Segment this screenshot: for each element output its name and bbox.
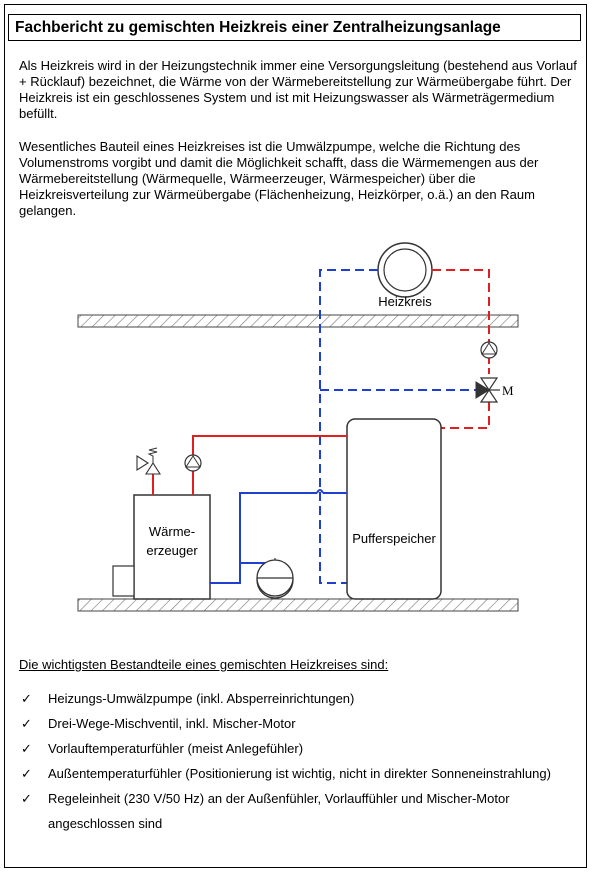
list-item-text: Heizungs-Umwälzpumpe (inkl. Absperreinri… bbox=[48, 691, 355, 706]
mixer-valve-left bbox=[475, 381, 490, 399]
heating-pump-symbol bbox=[480, 341, 498, 359]
list-item: ✓ Regeleinheit (230 V/50 Hz) an der Außen… bbox=[19, 786, 584, 836]
mixer-motor-label: M bbox=[502, 383, 514, 398]
list-item-text: Außentemperaturfühler (Positionierung is… bbox=[48, 766, 551, 781]
list-item-text: Drei-Wege-Mischventil, inkl. Mischer-Mot… bbox=[48, 716, 296, 731]
ceiling-slab bbox=[77, 314, 519, 328]
burner-box bbox=[112, 565, 135, 597]
pump-paragraph: Wesentliches Bauteil eines Heizkreises i… bbox=[19, 139, 539, 218]
checkmark-icon: ✓ bbox=[21, 791, 32, 806]
safety-valve-bottom bbox=[144, 461, 162, 475]
components-list: ✓ Heizungs-Umwälzpumpe (inkl. Absperreinr… bbox=[19, 686, 584, 836]
document-title: Fachbericht zu gemischten Heizkreis eine… bbox=[8, 14, 581, 41]
heizkreis-label: Heizkreis bbox=[378, 294, 432, 309]
buffer-storage-label: Pufferspeicher bbox=[352, 531, 436, 546]
generator-pump-symbol bbox=[184, 454, 202, 472]
checkmark-icon: ✓ bbox=[21, 766, 32, 781]
safety-valve-spring bbox=[147, 447, 158, 463]
checkmark-icon: ✓ bbox=[21, 716, 32, 731]
return-line-top bbox=[319, 269, 378, 584]
mixer-valve-bottom bbox=[479, 388, 499, 403]
list-item-text: Regeleinheit (230 V/50 Hz) an der Außenf… bbox=[48, 791, 510, 831]
checkmark-icon: ✓ bbox=[21, 741, 32, 756]
intro-paragraph: Als Heizkreis wird in der Heizungstechni… bbox=[19, 58, 577, 121]
page-frame bbox=[4, 4, 587, 868]
supply-line-top bbox=[432, 269, 490, 342]
heating-circuit-diagram: Heizkreis M Pufferspeicher Wärme- erzeug… bbox=[77, 242, 519, 612]
generator-return-main bbox=[210, 492, 317, 584]
generator-return-crossover bbox=[316, 489, 324, 494]
list-item: ✓ Heizungs-Umwälzpumpe (inkl. Absperreinr… bbox=[19, 686, 584, 711]
generator-supply-main bbox=[192, 435, 347, 495]
mixer-valve-top bbox=[479, 377, 499, 392]
heating-pump-arrow bbox=[481, 342, 497, 355]
heat-generator-label-2: erzeuger bbox=[146, 543, 198, 558]
list-item: ✓ Vorlauftemperaturfühler (meist Anlegefü… bbox=[19, 736, 584, 761]
list-item-text: Vorlauftemperaturfühler (meist Anlegefüh… bbox=[48, 741, 304, 756]
heat-generator-label-1: Wärme- bbox=[149, 524, 195, 539]
list-item: ✓ Außentemperaturfühler (Positionierung i… bbox=[19, 761, 584, 786]
supply-mixer-storage bbox=[441, 402, 490, 429]
floor-slab bbox=[77, 598, 519, 612]
list-item: ✓ Drei-Wege-Mischventil, inkl. Mischer-Mo… bbox=[19, 711, 584, 736]
buffer-storage-tank bbox=[346, 418, 442, 600]
checkmark-icon: ✓ bbox=[21, 691, 32, 706]
heizkreis-circle-inner bbox=[383, 248, 427, 292]
generator-pump-arrow bbox=[185, 455, 201, 468]
safety-valve-left bbox=[136, 454, 150, 472]
heat-generator bbox=[133, 494, 211, 600]
components-heading: Die wichtigsten Bestandteile eines gemis… bbox=[19, 657, 389, 672]
